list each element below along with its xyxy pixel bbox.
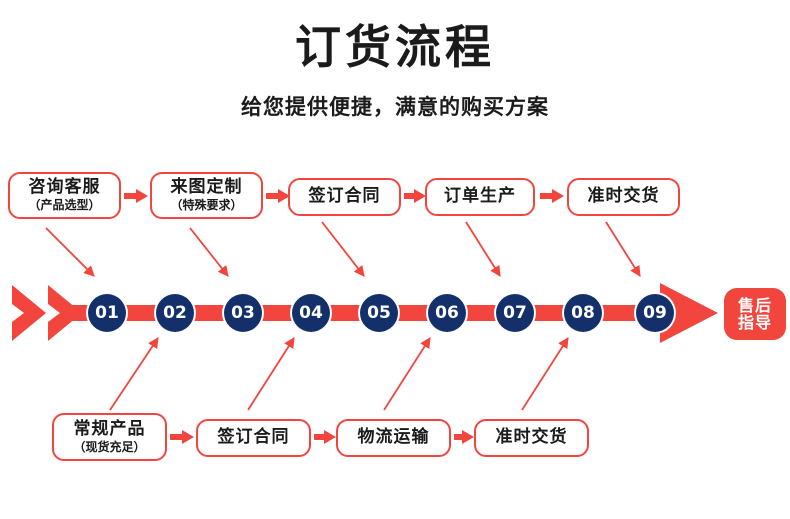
step-label-primary: 常规产品 — [73, 418, 146, 439]
arrow-right-icon — [404, 189, 426, 203]
node-number: 04 — [299, 303, 323, 323]
timeline-node-05[interactable]: 05 — [360, 294, 398, 332]
arrow-right-icon — [266, 189, 290, 203]
timeline-node-03[interactable]: 03 — [224, 294, 262, 332]
timeline-node-04[interactable]: 04 — [292, 294, 330, 332]
node-number: 07 — [503, 303, 527, 323]
timeline-arrowhead-icon — [660, 283, 718, 343]
connector-top-4 — [465, 221, 501, 277]
node-number: 02 — [163, 303, 187, 323]
top-step-box-5[interactable]: 准时交货 — [567, 178, 680, 216]
double-chevron-right-icon — [12, 285, 82, 341]
after-sales-pill[interactable]: 售后 指导 — [724, 288, 786, 340]
arrow-right-icon — [124, 189, 148, 203]
node-number: 08 — [571, 303, 595, 323]
arrow-right-icon — [314, 430, 336, 444]
arrow-right-icon — [170, 430, 194, 444]
node-number: 01 — [95, 303, 119, 323]
arrow-right-icon — [540, 189, 564, 203]
timeline-node-08[interactable]: 08 — [564, 294, 602, 332]
page-title: 订货流程 — [295, 20, 495, 74]
step-label-primary: 来图定制 — [170, 177, 243, 198]
bottom-step-box-4[interactable]: 准时交货 — [474, 419, 589, 457]
timeline-node-01[interactable]: 01 — [88, 294, 126, 332]
step-label-primary: 订单生产 — [444, 186, 516, 207]
connector-bottom-4 — [521, 337, 569, 411]
step-label-primary: 签订合同 — [308, 186, 381, 207]
after-sales-label-line2: 指导 — [737, 313, 772, 332]
connector-top-1 — [45, 227, 95, 277]
step-label-primary: 准时交货 — [495, 427, 568, 448]
node-number: 03 — [231, 303, 255, 323]
step-label-secondary: （现货充足） — [73, 439, 146, 454]
connector-bottom-2 — [247, 337, 295, 411]
node-number: 06 — [435, 303, 459, 323]
node-number: 09 — [643, 303, 667, 323]
bottom-step-box-2[interactable]: 签订合同 — [196, 419, 311, 457]
after-sales-label-line1: 售后 — [737, 295, 772, 315]
connector-bottom-1 — [109, 337, 159, 411]
top-row-arrows — [124, 189, 564, 203]
step-label-primary: 咨询客服 — [28, 177, 101, 198]
connector-top-5 — [605, 221, 641, 277]
page-subtitle: 给您提供便捷，满意的购买方案 — [241, 95, 549, 119]
step-label-primary: 签订合同 — [217, 427, 290, 448]
timeline-node-02[interactable]: 02 — [156, 294, 194, 332]
connector-bottom-3 — [383, 337, 431, 411]
top-step-box-2[interactable]: 来图定制 （特殊要求） — [150, 172, 263, 219]
connector-top-2 — [189, 227, 229, 277]
node-number: 05 — [367, 303, 391, 323]
top-connectors — [45, 221, 641, 277]
timeline-node-06[interactable]: 06 — [428, 294, 466, 332]
step-label-secondary: （特殊要求） — [170, 198, 243, 213]
bottom-row-arrows — [170, 430, 474, 444]
timeline-node-07[interactable]: 07 — [496, 294, 534, 332]
arrow-right-icon — [454, 430, 474, 444]
step-label-primary: 物流运输 — [357, 427, 430, 448]
step-label-primary: 准时交货 — [587, 186, 660, 207]
top-step-box-3[interactable]: 签订合同 — [288, 178, 401, 216]
top-step-box-4[interactable]: 订单生产 — [425, 178, 535, 216]
bottom-step-box-1[interactable]: 常规产品 （现货充足） — [52, 413, 167, 461]
bottom-step-box-3[interactable]: 物流运输 — [336, 419, 451, 457]
timeline-node-09[interactable]: 09 — [636, 294, 674, 332]
top-step-box-1[interactable]: 咨询客服 （产品选型） — [8, 172, 121, 219]
bottom-connectors — [109, 337, 569, 411]
connector-top-3 — [321, 221, 365, 277]
step-label-secondary: （产品选型） — [28, 198, 101, 213]
